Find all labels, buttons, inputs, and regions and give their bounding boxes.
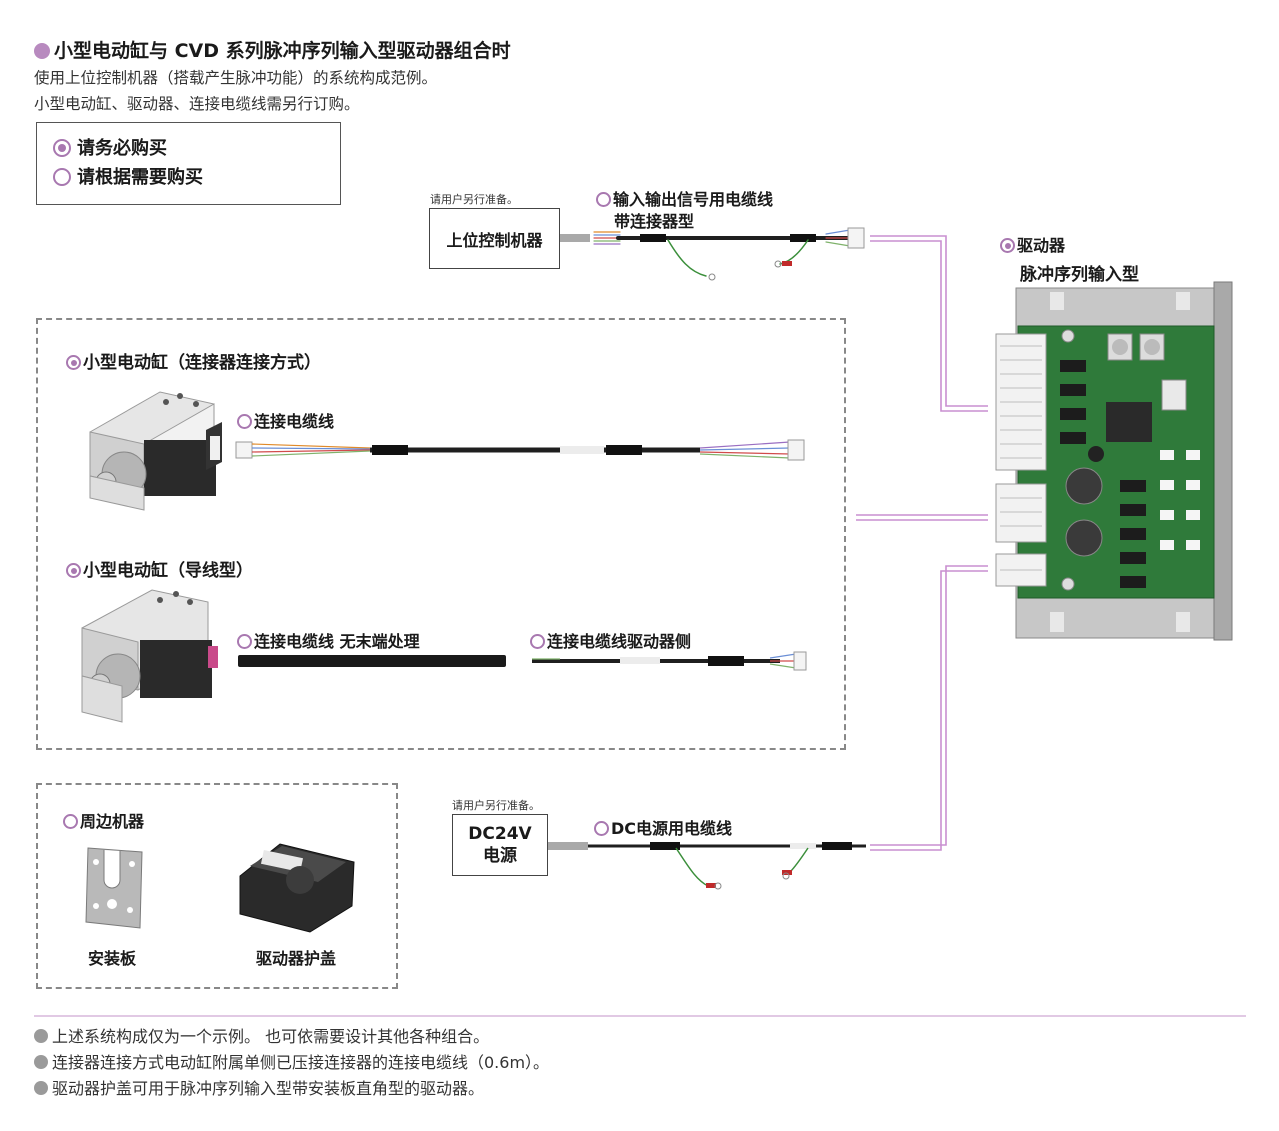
controller-connector-stub bbox=[560, 234, 590, 242]
description-line-1: 使用上位控制机器（搭载产生脉冲功能）的系统构成范例。 bbox=[34, 69, 438, 87]
required-marker-icon bbox=[66, 563, 81, 578]
actuator-connector-title: 小型电动缸（连接器连接方式） bbox=[66, 348, 321, 373]
peripherals-title: 周边机器 bbox=[63, 808, 144, 832]
required-marker-icon bbox=[66, 355, 81, 370]
legend-box: 请务必购买 请根据需要购买 bbox=[36, 122, 341, 205]
mounting-plate-label: 安装板 bbox=[88, 949, 137, 968]
controller-note: 请用户另行准备。 bbox=[430, 193, 518, 206]
cable-driver-side-label: 连接电缆线驱动器侧 bbox=[530, 628, 691, 652]
optional-marker-icon bbox=[530, 634, 545, 649]
description-line-2: 小型电动缸、驱动器、连接电缆线需另行订购。 bbox=[34, 95, 360, 113]
required-marker-icon bbox=[1000, 238, 1015, 253]
title-bullet-icon bbox=[34, 43, 50, 59]
footnote-1: 上述系统构成仅为一个示例。 也可依需要设计其他各种组合。 bbox=[34, 1023, 489, 1047]
footnote-bullet-icon bbox=[34, 1081, 48, 1095]
optional-marker-icon bbox=[237, 634, 252, 649]
optional-marker-icon bbox=[53, 168, 71, 186]
optional-marker-icon bbox=[237, 414, 252, 429]
footnote-bullet-icon bbox=[34, 1029, 48, 1043]
peripherals-group-box bbox=[36, 783, 398, 989]
footnote-bullet-icon bbox=[34, 1055, 48, 1069]
power-note: 请用户另行准备。 bbox=[452, 799, 540, 812]
footnote-3: 驱动器护盖可用于脉冲序列输入型带安装板直角型的驱动器。 bbox=[34, 1075, 484, 1099]
driver-cover-label: 驱动器护盖 bbox=[256, 949, 337, 968]
io-cable-label: 输入输出信号用电缆线 bbox=[596, 186, 773, 210]
optional-marker-icon bbox=[596, 192, 611, 207]
actuator-lead-title: 小型电动缸（导线型） bbox=[66, 556, 253, 581]
legend-required: 请务必购买 bbox=[53, 134, 167, 160]
driver-label-2: 脉冲序列输入型 bbox=[1020, 265, 1139, 285]
optional-marker-icon bbox=[594, 821, 609, 836]
legend-optional: 请根据需要购买 bbox=[53, 163, 203, 189]
dc-power-cable-label: DC电源用电缆线 bbox=[594, 815, 732, 839]
connection-cable-label: 连接电缆线 bbox=[237, 408, 334, 432]
io-cable-label-2: 带连接器型 bbox=[614, 212, 695, 231]
required-marker-icon bbox=[53, 139, 71, 157]
driver-label: 驱动器 bbox=[1000, 232, 1065, 256]
power-supply-box: DC24V 电源 bbox=[452, 814, 548, 876]
footnote-2: 连接器连接方式电动缸附属单侧已压接连接器的连接电缆线（0.6m）。 bbox=[34, 1049, 549, 1073]
cable-no-termination-label: 连接电缆线 无末端处理 bbox=[237, 628, 420, 652]
actuator-group-box bbox=[36, 318, 846, 750]
controller-box: 上位控制机器 bbox=[429, 208, 560, 269]
optional-marker-icon bbox=[63, 814, 78, 829]
page-title: 小型电动缸与 CVD 系列脉冲序列输入型驱动器组合时 bbox=[34, 36, 511, 63]
power-connector-stub bbox=[548, 842, 588, 850]
